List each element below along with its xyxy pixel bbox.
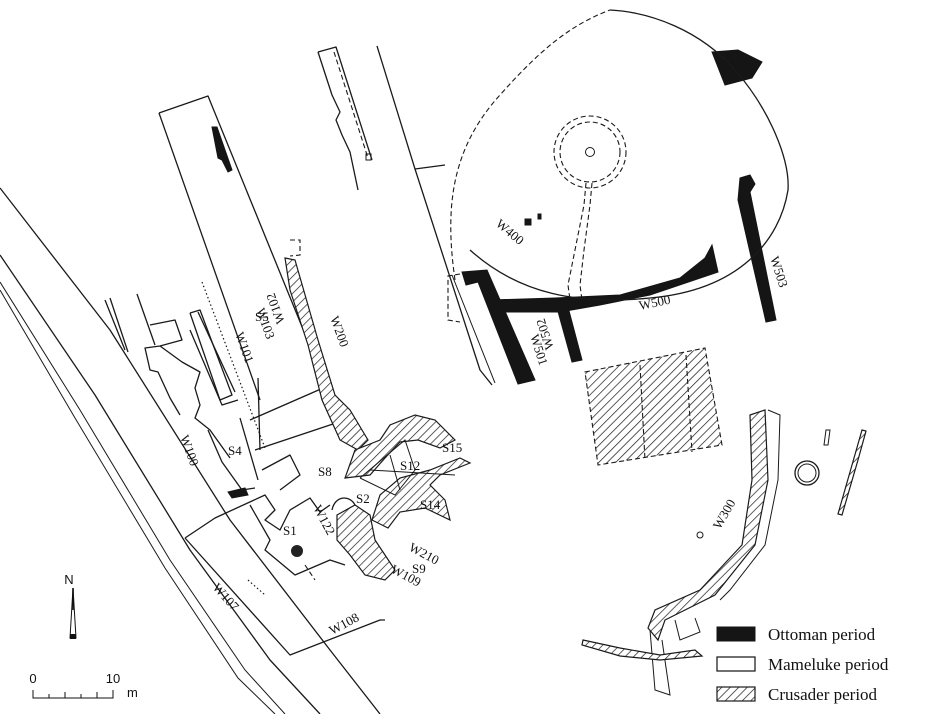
north-arrow: N xyxy=(64,572,77,639)
label-w400: W400 xyxy=(493,216,527,248)
label-s2: S2 xyxy=(356,491,370,506)
legend-swatch-crusader xyxy=(716,686,756,702)
legend-label-mameluke: Mameluke period xyxy=(768,655,889,674)
label-s8: S8 xyxy=(318,464,332,479)
legend-swatch-mameluke xyxy=(716,656,756,672)
label-s4: S4 xyxy=(228,443,242,458)
circular-enclosure xyxy=(447,9,789,384)
label-s5: S5 xyxy=(255,309,269,324)
s1-feature xyxy=(291,545,303,557)
scale-ticks xyxy=(32,690,114,699)
label-w122: W122 xyxy=(310,502,338,537)
label-w300: W300 xyxy=(710,496,739,531)
label-s9: S9 xyxy=(412,561,426,576)
road-lines xyxy=(0,187,381,714)
scale-bar: 0 10 m xyxy=(29,671,137,700)
label-s14: S14 xyxy=(420,497,441,512)
label-w500: W500 xyxy=(638,292,672,313)
scale-start: 0 xyxy=(29,671,36,686)
scale-end: 10 xyxy=(106,671,120,686)
ottoman-structures xyxy=(211,49,777,499)
crusader-structures xyxy=(284,239,867,696)
legend: Ottoman period Mameluke period Crusader … xyxy=(716,625,889,704)
label-w200: W200 xyxy=(327,314,352,349)
label-s1: S1 xyxy=(283,523,297,538)
label-w100: W100 xyxy=(177,433,202,468)
label-w101: W101 xyxy=(232,330,257,365)
legend-item-mameluke: Mameluke period xyxy=(716,655,889,674)
legend-swatch-ottoman xyxy=(716,626,756,642)
scale-unit: m xyxy=(127,685,138,700)
mameluke-structures xyxy=(104,45,493,656)
legend-label-crusader: Crusader period xyxy=(768,685,878,704)
label-s12: S12 xyxy=(400,458,420,473)
legend-label-ottoman: Ottoman period xyxy=(768,625,876,644)
legend-item-ottoman: Ottoman period xyxy=(716,625,876,644)
north-label: N xyxy=(64,572,73,587)
legend-item-crusader: Crusader period xyxy=(716,685,878,704)
label-s15: S15 xyxy=(442,440,462,455)
label-w503: W503 xyxy=(767,254,791,289)
